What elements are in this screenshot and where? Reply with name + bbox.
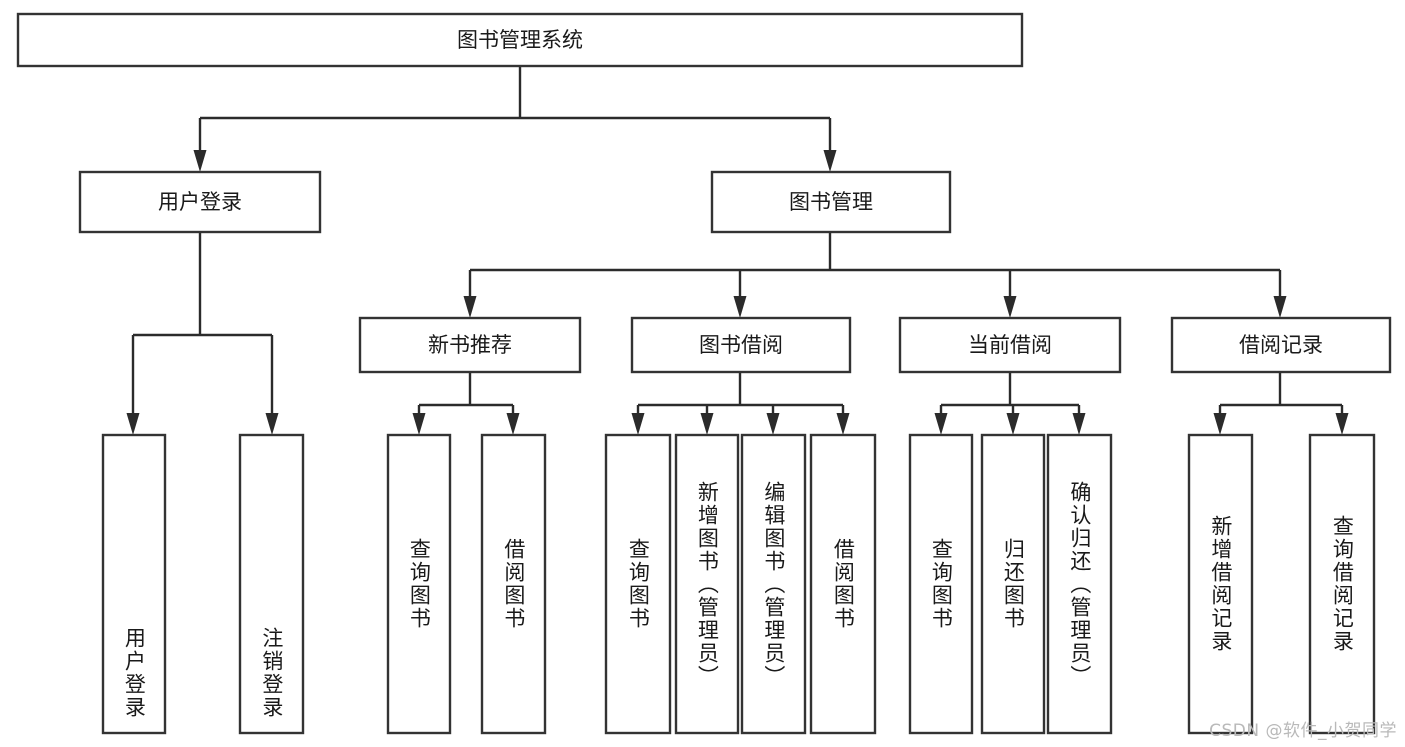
arrow-head-icon [934,413,948,435]
node-level3-1-label: 图书借阅 [699,333,783,357]
arrow-head-icon [265,413,279,435]
node-leaf-9-rect [980,433,1046,735]
node-leaf-11-rect [1187,433,1254,735]
node-level3-1[interactable]: 图书借阅 [630,316,852,374]
node-root[interactable]: 图书管理系统 [16,12,1024,68]
node-level2-0-rect [78,170,322,234]
node-leaf-11[interactable] [1187,433,1254,735]
node-leaf-0-rect [101,433,167,735]
arrow-head-icon [1072,413,1086,435]
node-level2-1-rect [710,170,952,234]
node-leaf-6[interactable] [740,433,807,735]
arrow-head-icon [463,296,477,318]
node-leaf-10[interactable] [1046,433,1113,735]
arrow-head-icon [823,150,837,172]
node-level3-0[interactable]: 新书推荐 [358,316,582,374]
node-root-rect [16,12,1024,68]
node-level3-2-rect [898,316,1122,374]
node-leaf-8[interactable] [908,433,974,735]
node-level2-1[interactable]: 图书管理 [710,170,952,234]
arrow-head-icon [836,413,850,435]
node-leaf-4-rect [604,433,672,735]
node-level3-3-label: 借阅记录 [1239,333,1323,357]
node-leaf-5[interactable] [674,433,740,735]
node-leaf-5-rect [674,433,740,735]
arrow-head-icon [126,413,140,435]
node-leaf-7[interactable] [809,433,877,735]
arrow-head-icon [506,413,520,435]
arrow-head-icon [1006,413,1020,435]
node-level3-2-label: 当前借阅 [968,333,1052,357]
node-level3-0-label: 新书推荐 [428,333,512,357]
node-leaf-12-rect [1308,433,1376,735]
node-leaf-1-rect [238,433,305,735]
arrow-head-icon [1213,413,1227,435]
arrow-head-icon [193,150,207,172]
node-leaf-8-rect [908,433,974,735]
node-level3-1-rect [630,316,852,374]
node-leaf-1[interactable] [238,433,305,735]
arrow-head-icon [412,413,426,435]
arrow-head-icon [1273,296,1287,318]
node-level2-0[interactable]: 用户登录 [78,170,322,234]
node-leaf-2[interactable] [386,433,452,735]
node-level3-3-rect [1170,316,1392,374]
node-leaf-10-rect [1046,433,1113,735]
node-leaf-9[interactable] [980,433,1046,735]
watermark: CSDN @软件_小贺同学 [1209,721,1397,741]
node-leaf-6-rect [740,433,807,735]
node-leaf-3[interactable] [480,433,547,735]
node-leaf-12[interactable] [1308,433,1376,735]
node-leaf-3-rect [480,433,547,735]
arrow-head-icon [631,413,645,435]
arrow-head-icon [700,413,714,435]
node-level3-3[interactable]: 借阅记录 [1170,316,1392,374]
node-level3-0-rect [358,316,582,374]
node-leaf-2-rect [386,433,452,735]
arrow-head-icon [1335,413,1349,435]
arrow-head-icon [1003,296,1017,318]
node-level2-0-label: 用户登录 [158,190,242,214]
arrow-head-icon [733,296,747,318]
node-leaf-7-rect [809,433,877,735]
node-level3-2[interactable]: 当前借阅 [898,316,1122,374]
arrow-head-icon [766,413,780,435]
connectors-layer [126,66,1349,435]
node-level2-1-label: 图书管理 [789,190,873,214]
node-leaf-4[interactable] [604,433,672,735]
node-leaf-0[interactable] [101,433,167,735]
node-root-label: 图书管理系统 [457,28,583,52]
